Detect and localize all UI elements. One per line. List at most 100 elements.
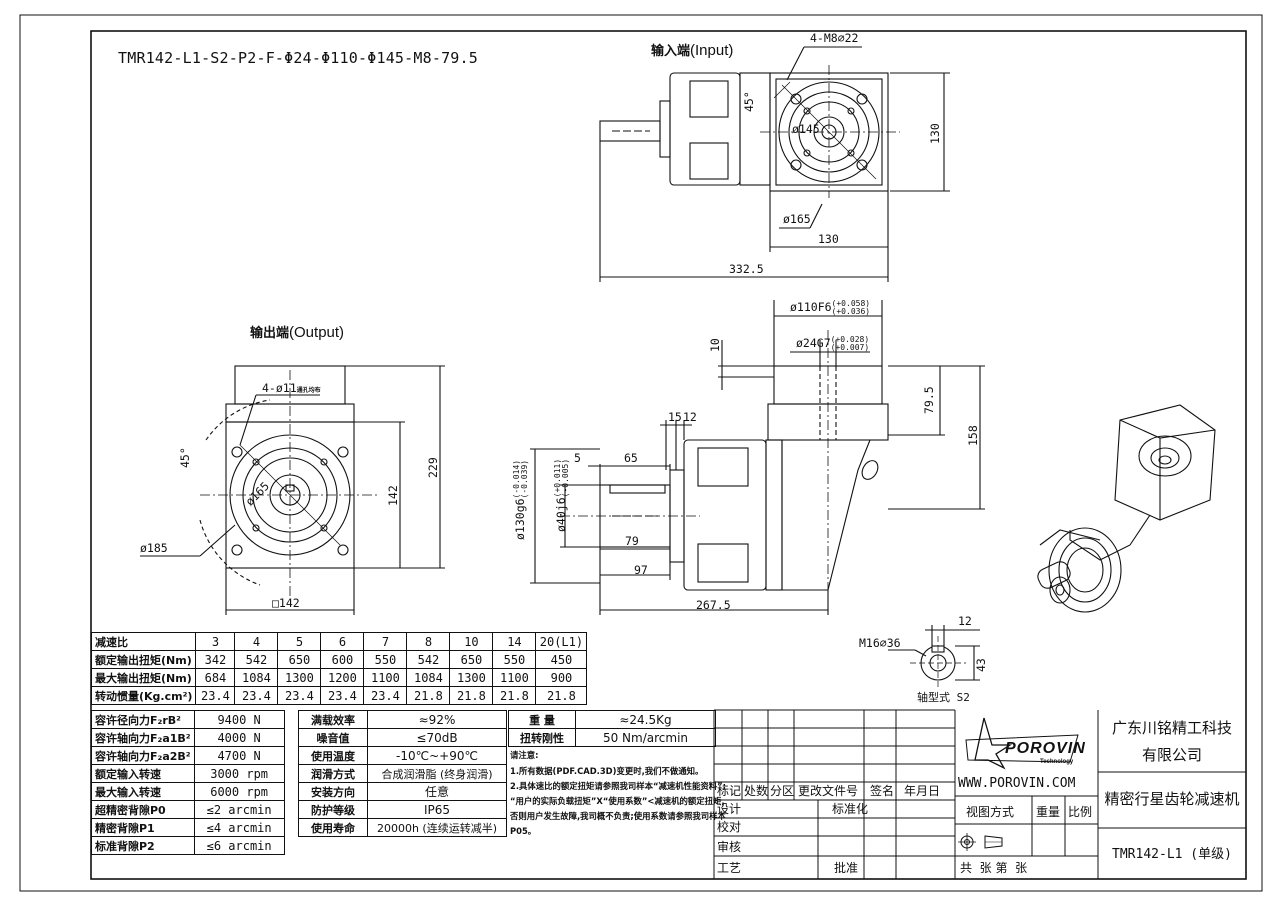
rev-review: 审核: [717, 840, 742, 854]
rev-head-date: 年月日: [904, 784, 941, 798]
dim-d130g6: ø130g6(-0.014)(-0.039): [512, 459, 529, 540]
empty-cell: [298, 836, 507, 854]
ratio-header-6: 6: [320, 632, 365, 651]
ratio-header-20: 20(L1): [535, 632, 588, 651]
spec-label: 最大输入转速: [91, 782, 195, 801]
row-label: 最大输出扭矩(Nm): [90, 668, 197, 687]
table-cell: 23.4: [234, 686, 279, 705]
spec-mid-table: 满载效率≈92% 噪音值≤70dB 使用温度-10℃~+90℃ 润滑方式合成润滑…: [298, 710, 507, 854]
output-label-en: (Output): [289, 324, 345, 341]
dim-d24g7-up: (+0.028): [830, 335, 870, 344]
spec-value: ≤6 arcmin: [193, 836, 285, 855]
title-block-lines: [713, 709, 1246, 879]
table-row: 转动惯量(Kg.cm²) 23.4 23.4 23.4 23.4 23.4 21…: [90, 686, 588, 705]
note-line: 否则用户发生故障,我司概不负责;使用系数请参照我司样本: [510, 811, 726, 821]
logo-sub: Technology: [1040, 759, 1074, 765]
spec-label: 防护等级: [298, 800, 368, 819]
dim-d24g7-lo: (+0.007): [830, 343, 870, 352]
shaft-type-label: 轴型式 S2: [917, 691, 970, 704]
dim-input-angle: 45°: [742, 91, 756, 112]
logo-icon: [965, 717, 1079, 770]
table-cell: 542: [406, 650, 451, 669]
company-line2: 有限公司: [1141, 746, 1202, 764]
scale-col: 比例: [1068, 805, 1093, 819]
rev-head-mark: 标记: [717, 784, 742, 798]
ratio-header-7: 7: [363, 632, 408, 651]
table-cell: 542: [234, 650, 279, 669]
view-method: 视图方式: [966, 805, 1015, 819]
table-cell: 21.8: [449, 686, 494, 705]
table-cell: 21.8: [535, 686, 588, 705]
rev-head-sign: 签名: [870, 784, 895, 798]
row-label: 额定输出扭矩(Nm): [90, 650, 197, 669]
table-cell: 23.4: [277, 686, 322, 705]
dim-output-bolt: 4-ø11通孔均布: [262, 381, 321, 395]
rev-head-file: 更改文件号: [798, 784, 859, 798]
rev-process: 工艺: [717, 861, 742, 875]
output-label-cn: 输出端: [250, 325, 290, 340]
company-line1: 广东川铭精工科技: [1111, 719, 1232, 737]
table-row: 精密背隙P1≤4 arcmin: [91, 818, 285, 837]
dim-d130g6-lo: (-0.039): [520, 459, 529, 499]
spec-label: 超精密背隙P0: [91, 800, 195, 819]
spec-label: 标准背隙P2: [91, 836, 195, 855]
output-view: [140, 365, 445, 615]
spec-value: ≤2 arcmin: [193, 800, 285, 819]
spec-value: IP65: [367, 800, 507, 819]
table-row: 满载效率≈92%: [298, 710, 507, 729]
table-cell: 23.4: [320, 686, 365, 705]
table-cell: 1084: [406, 668, 451, 687]
logo-text: POROVIN: [1005, 740, 1086, 757]
dim-d130g6-main: ø130g6: [513, 498, 527, 540]
dim-input-bolt: 4-M8⌀22: [810, 31, 859, 45]
spec-value: 4700 N: [193, 746, 285, 765]
spec-label: 额定输入转速: [91, 764, 195, 783]
spec-value: 6000 rpm: [193, 782, 285, 801]
ratio-header-14: 14: [492, 632, 537, 651]
spec-label: 安装方向: [298, 782, 368, 801]
table-cell: 600: [320, 650, 365, 669]
dim-158: 158: [966, 425, 980, 446]
rev-check: 校对: [717, 820, 742, 834]
dim-output-bolt-main: 4-ø11: [262, 381, 297, 395]
output-view-label: 输出端(Output): [250, 325, 344, 340]
weight-value: ≈24.5Kg: [575, 710, 716, 729]
dim-d165: ø165: [783, 212, 811, 226]
note-line: 1.所有数据(PDF.CAD.3D)变更时,我们不做通知。: [510, 766, 704, 776]
ratio-header-3: 3: [195, 632, 236, 651]
spec-value: 9400 N: [193, 710, 285, 729]
ratio-header-row: 减速比 3 4 5 6 7 8 10 14 20(L1): [90, 632, 588, 651]
table-cell: 684: [195, 668, 236, 687]
model-title: TMR142-L1-S2-P2-F-Φ24-Φ110-Φ145-M8-79.5: [118, 49, 478, 67]
row-label: 转动惯量(Kg.cm²): [90, 686, 197, 705]
dim-d40j6: ø40j6(+0.011)(-0.005): [553, 459, 570, 532]
table-cell: 342: [195, 650, 236, 669]
dim-d110f6-lo: (+0.036): [831, 307, 871, 316]
rev-design: 设计: [717, 802, 742, 816]
table-row: 重 量≈24.5Kg: [508, 710, 716, 729]
note-line: “用户的实际负载扭矩”X“使用系数”<减速机的额定扭矩,: [510, 796, 725, 806]
side-view: [530, 300, 985, 615]
spec-value: 合成润滑脂 (终身润滑): [367, 764, 507, 783]
spec-value: 3000 rpm: [193, 764, 285, 783]
dim-130-h: 130: [818, 232, 839, 246]
ratio-header-label: 减速比: [90, 632, 197, 651]
input-view-label: 输入端(Input): [651, 43, 733, 58]
table-row: 噪音值≤70dB: [298, 728, 507, 747]
table-cell: 21.8: [406, 686, 451, 705]
dim-65: 65: [624, 451, 638, 465]
dim-79: 79: [625, 534, 639, 548]
spec-label: 使用寿命: [298, 818, 368, 837]
dim-sq142: □142: [272, 596, 300, 610]
spec-value: -10℃~+90℃: [367, 746, 507, 765]
table-cell: 550: [363, 650, 408, 669]
spec-label: 噪音值: [298, 728, 368, 747]
note-line: P05。: [510, 826, 537, 836]
dim-5: 5: [574, 451, 581, 465]
table-row: 最大输出扭矩(Nm) 684 1084 1300 1200 1100 1084 …: [90, 668, 588, 687]
